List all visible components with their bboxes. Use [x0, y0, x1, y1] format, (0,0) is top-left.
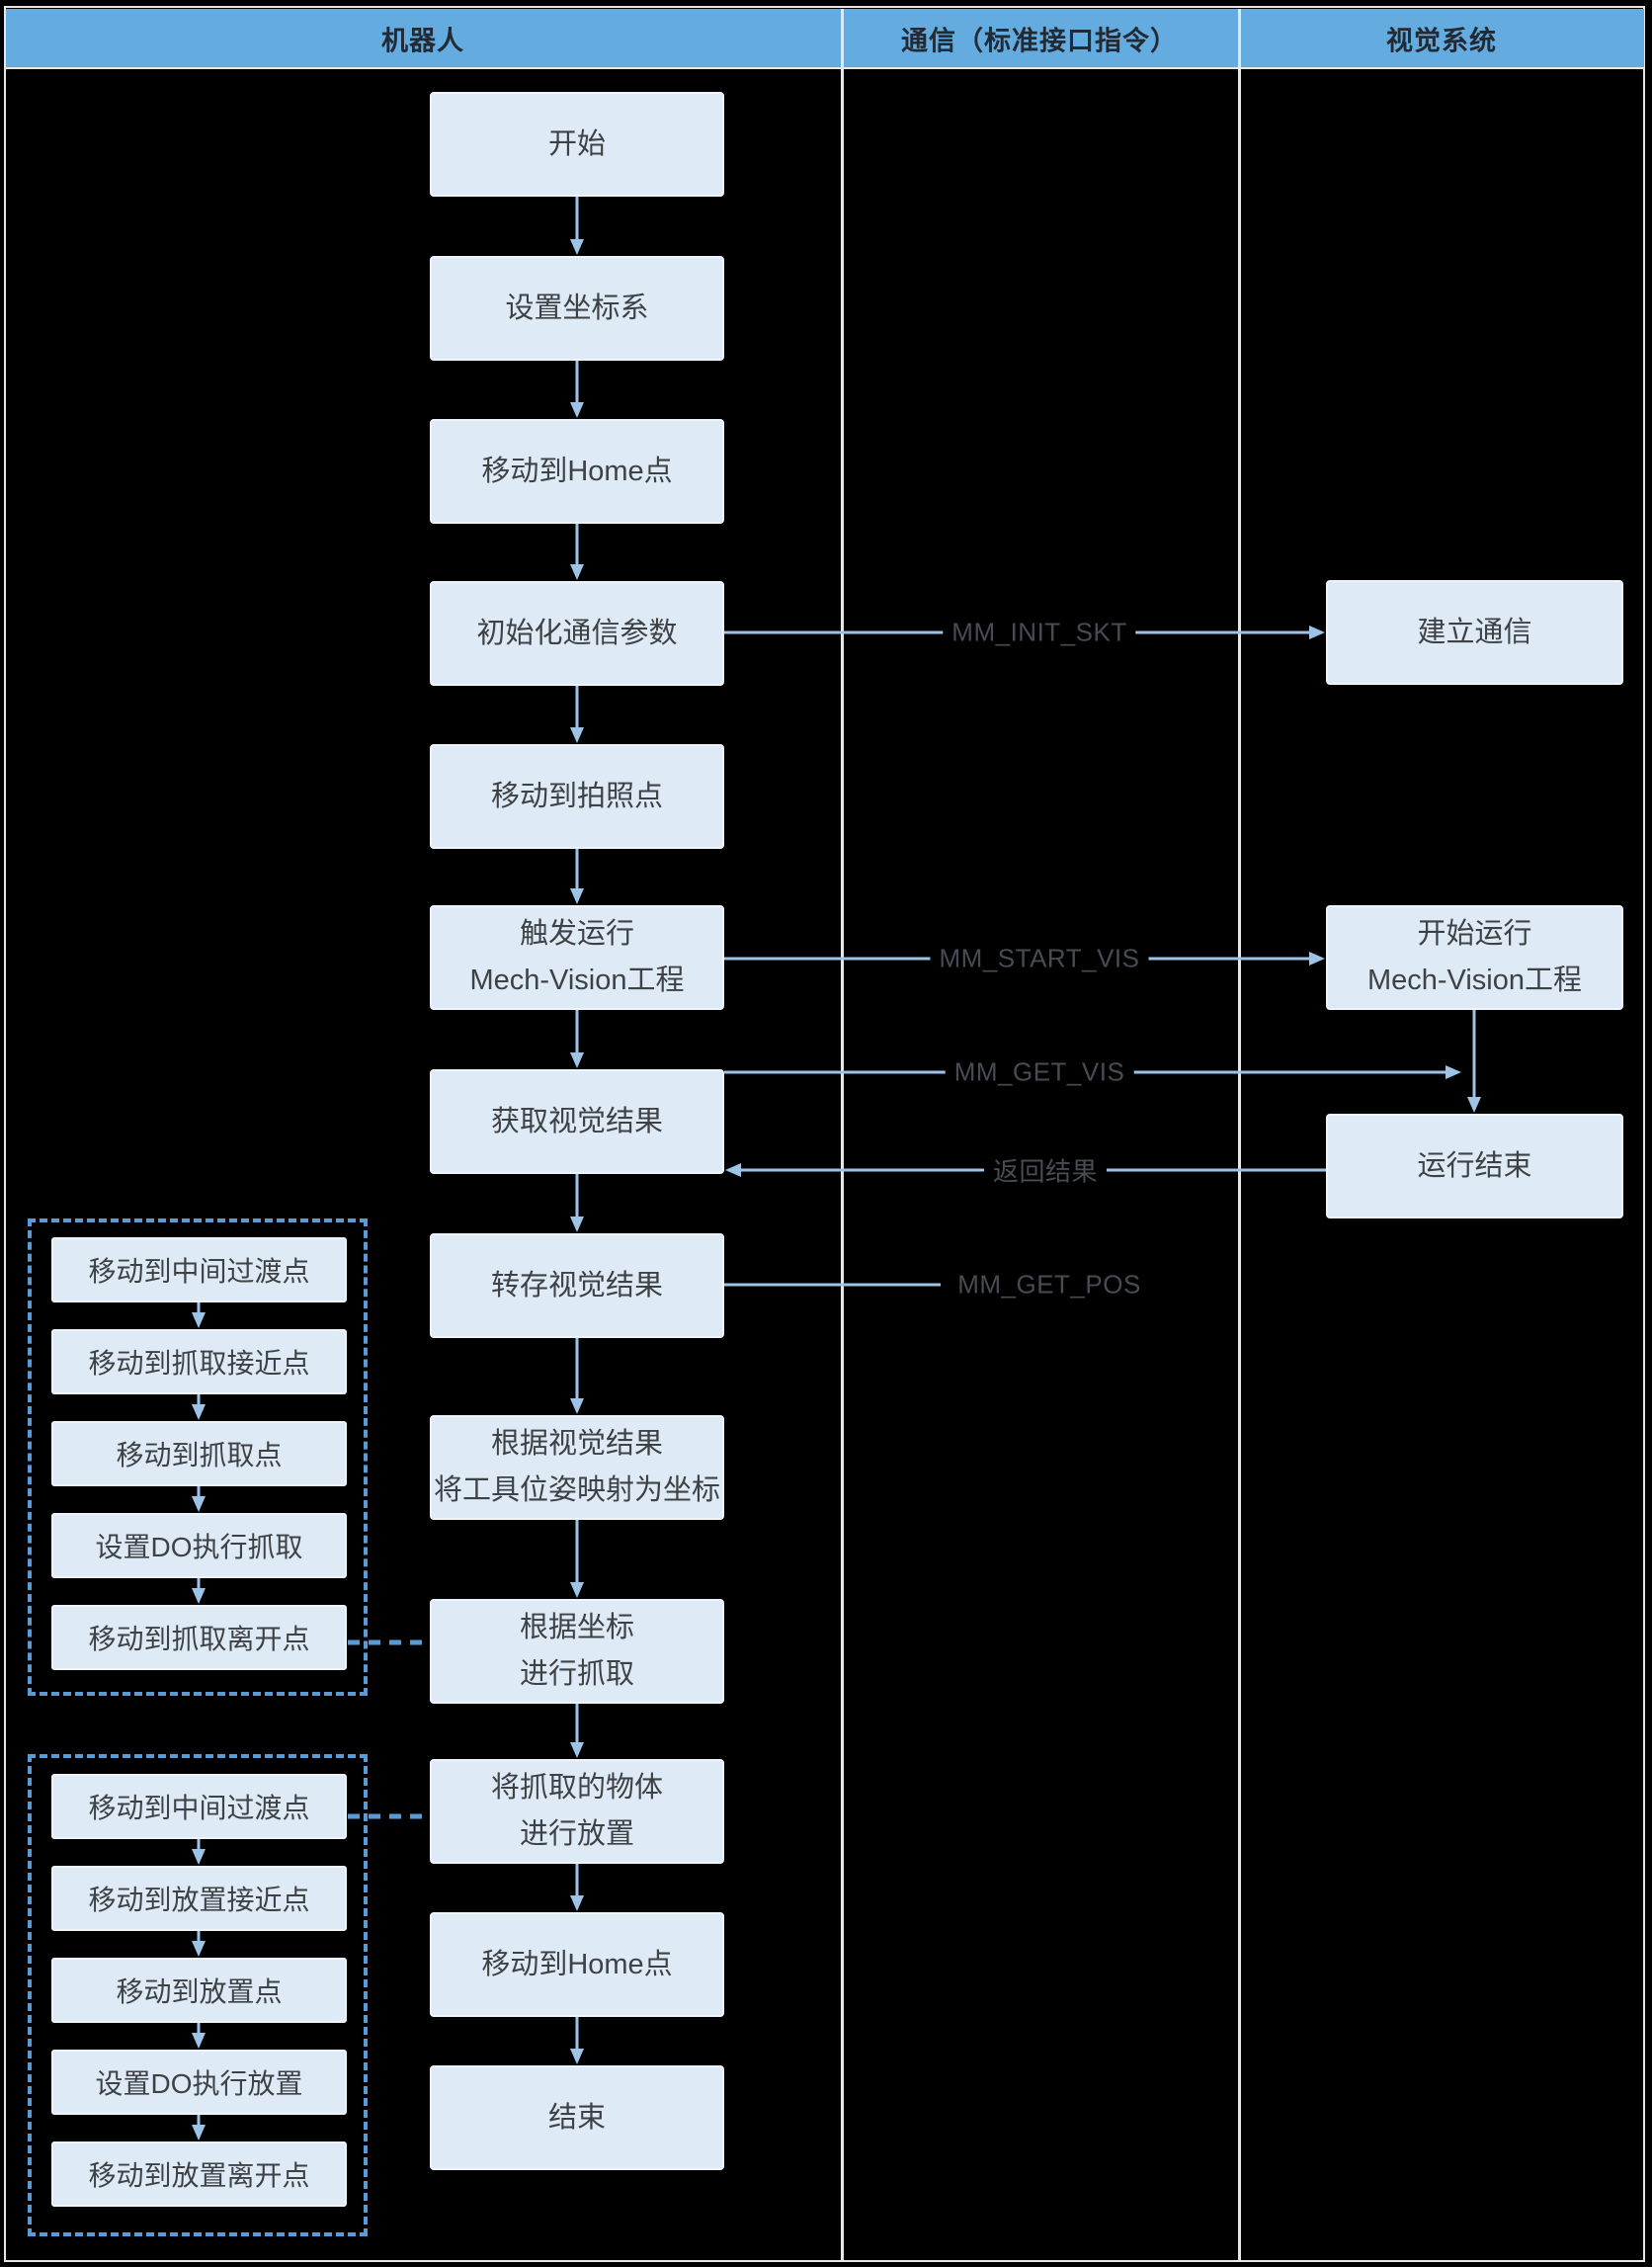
pick-steps-group — [28, 1218, 368, 1696]
pick-step-move-intermediate-point: 移动到中间过渡点 — [51, 1237, 347, 1302]
place-steps-group — [28, 1754, 368, 2236]
pick-step-move-approach-point: 移动到抓取接近点 — [51, 1329, 347, 1394]
flow-step-pick-by-coordinates: 根据坐标 进行抓取 — [430, 1599, 724, 1704]
lane-title-vision-system: 视觉系统 — [1386, 26, 1497, 56]
flow-step-trigger-mech-vision: 触发运行 Mech-Vision工程 — [430, 905, 724, 1010]
place-step-move-departure-point: 移动到放置离开点 — [51, 2141, 347, 2207]
flow-step-save-vision-result: 转存视觉结果 — [430, 1233, 724, 1338]
pick-step-set-do-pick: 设置DO执行抓取 — [51, 1513, 347, 1578]
vision-step-run-finished: 运行结束 — [1326, 1114, 1623, 1218]
diagram-border — [4, 6, 1645, 2262]
comm-label-return-result: 返回结果 — [983, 1151, 1108, 1189]
place-step-move-place-point: 移动到放置点 — [51, 1958, 347, 2023]
comm-label-mm-get-pos: MM_GET_POS — [949, 1269, 1150, 1301]
lane-title-communication: 通信（标准接口指令） — [901, 26, 1178, 56]
lane-divider-2 — [1238, 9, 1241, 2261]
lane-title-robot: 机器人 — [381, 26, 464, 56]
flow-step-end: 结束 — [430, 2065, 724, 2170]
comm-label-mm-start-vis: MM_START_VIS — [930, 943, 1149, 974]
flow-step-start: 开始 — [430, 92, 724, 197]
flow-step-move-capture-point: 移动到拍照点 — [430, 744, 724, 849]
vision-step-establish-communication: 建立通信 — [1326, 580, 1623, 685]
swimlane-header — [6, 9, 1644, 69]
vision-step-start-mech-vision: 开始运行 Mech-Vision工程 — [1326, 905, 1623, 1010]
flow-step-move-home-1: 移动到Home点 — [430, 419, 724, 524]
pick-step-move-pick-point: 移动到抓取点 — [51, 1421, 347, 1486]
flow-step-move-home-2: 移动到Home点 — [430, 1912, 724, 2017]
flow-step-get-vision-result: 获取视觉结果 — [430, 1069, 724, 1174]
comm-label-mm-get-vis: MM_GET_VIS — [945, 1056, 1134, 1088]
place-step-move-intermediate-point: 移动到中间过渡点 — [51, 1774, 347, 1839]
pick-step-move-departure-point: 移动到抓取离开点 — [51, 1605, 347, 1670]
lane-divider-1 — [841, 9, 844, 2261]
flow-step-map-pose-to-coordinates: 根据视觉结果 将工具位姿映射为坐标 — [430, 1415, 724, 1520]
place-step-set-do-place: 设置DO执行放置 — [51, 2050, 347, 2115]
place-step-move-approach-point: 移动到放置接近点 — [51, 1866, 347, 1931]
flow-step-set-coordinate-system: 设置坐标系 — [430, 256, 724, 361]
flow-step-init-communication: 初始化通信参数 — [430, 581, 724, 686]
comm-label-mm-init-skt: MM_INIT_SKT — [943, 617, 1136, 648]
flow-step-place-object: 将抓取的物体 进行放置 — [430, 1759, 724, 1864]
